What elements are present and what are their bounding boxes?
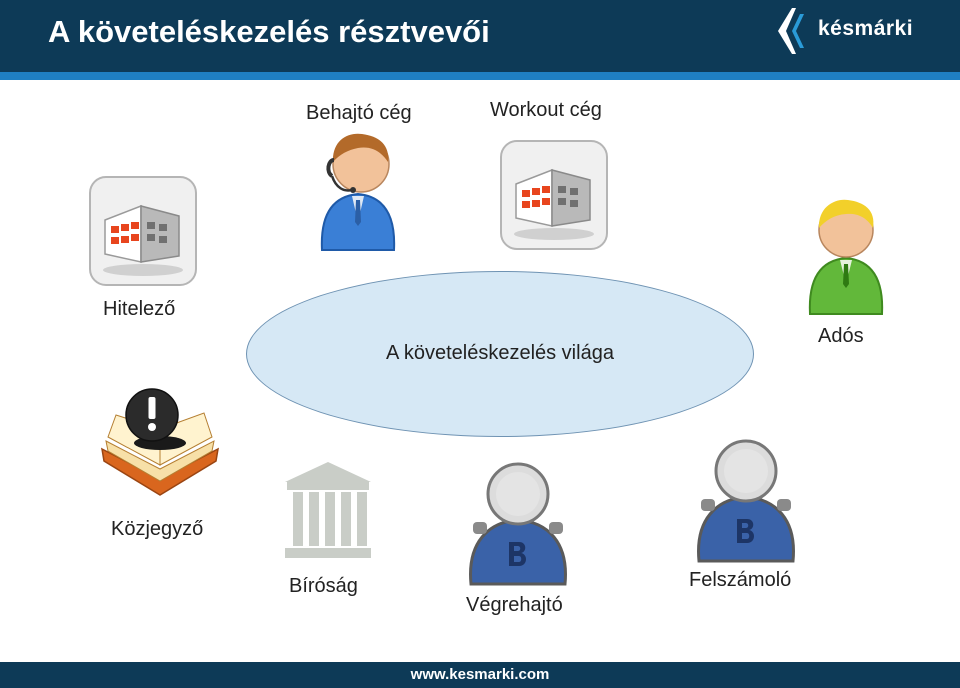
liquidator-avatar-icon	[697, 439, 795, 563]
birosag-label: Bíróság	[289, 575, 358, 597]
debtor-person-icon	[808, 199, 884, 315]
center-ellipse: A követeléskezelés világa	[246, 271, 754, 437]
ados-label: Adós	[818, 325, 864, 347]
courthouse-icon	[285, 462, 371, 558]
header-bar	[0, 0, 960, 72]
hitelezo-label: Hitelező	[103, 298, 176, 320]
footer-url[interactable]: www.kesmarki.com	[410, 666, 550, 683]
kozjegyzo-label: Közjegyző	[111, 518, 204, 540]
kesmarki-logo-icon	[778, 8, 804, 54]
center-label: A követeléskezelés világa	[386, 342, 614, 364]
logo-text: késmárki	[818, 17, 914, 40]
footer-bar: www.kesmarki.com	[0, 662, 960, 688]
creditor-building-icon	[89, 176, 197, 286]
behajto-label: Behajtó cég	[306, 102, 412, 124]
office-building-icon	[500, 140, 608, 250]
header-accent-line	[0, 72, 960, 80]
page-title: A követeléskezelés résztvevői	[48, 14, 490, 49]
bailiff-avatar-icon	[469, 462, 567, 586]
call-agent-icon	[320, 133, 396, 251]
felszamolo-label: Felszámoló	[689, 569, 792, 591]
workout-label: Workout cég	[490, 99, 602, 121]
notary-book-icon	[101, 388, 219, 496]
vegrehajto-label: Végrehajtó	[466, 594, 563, 616]
